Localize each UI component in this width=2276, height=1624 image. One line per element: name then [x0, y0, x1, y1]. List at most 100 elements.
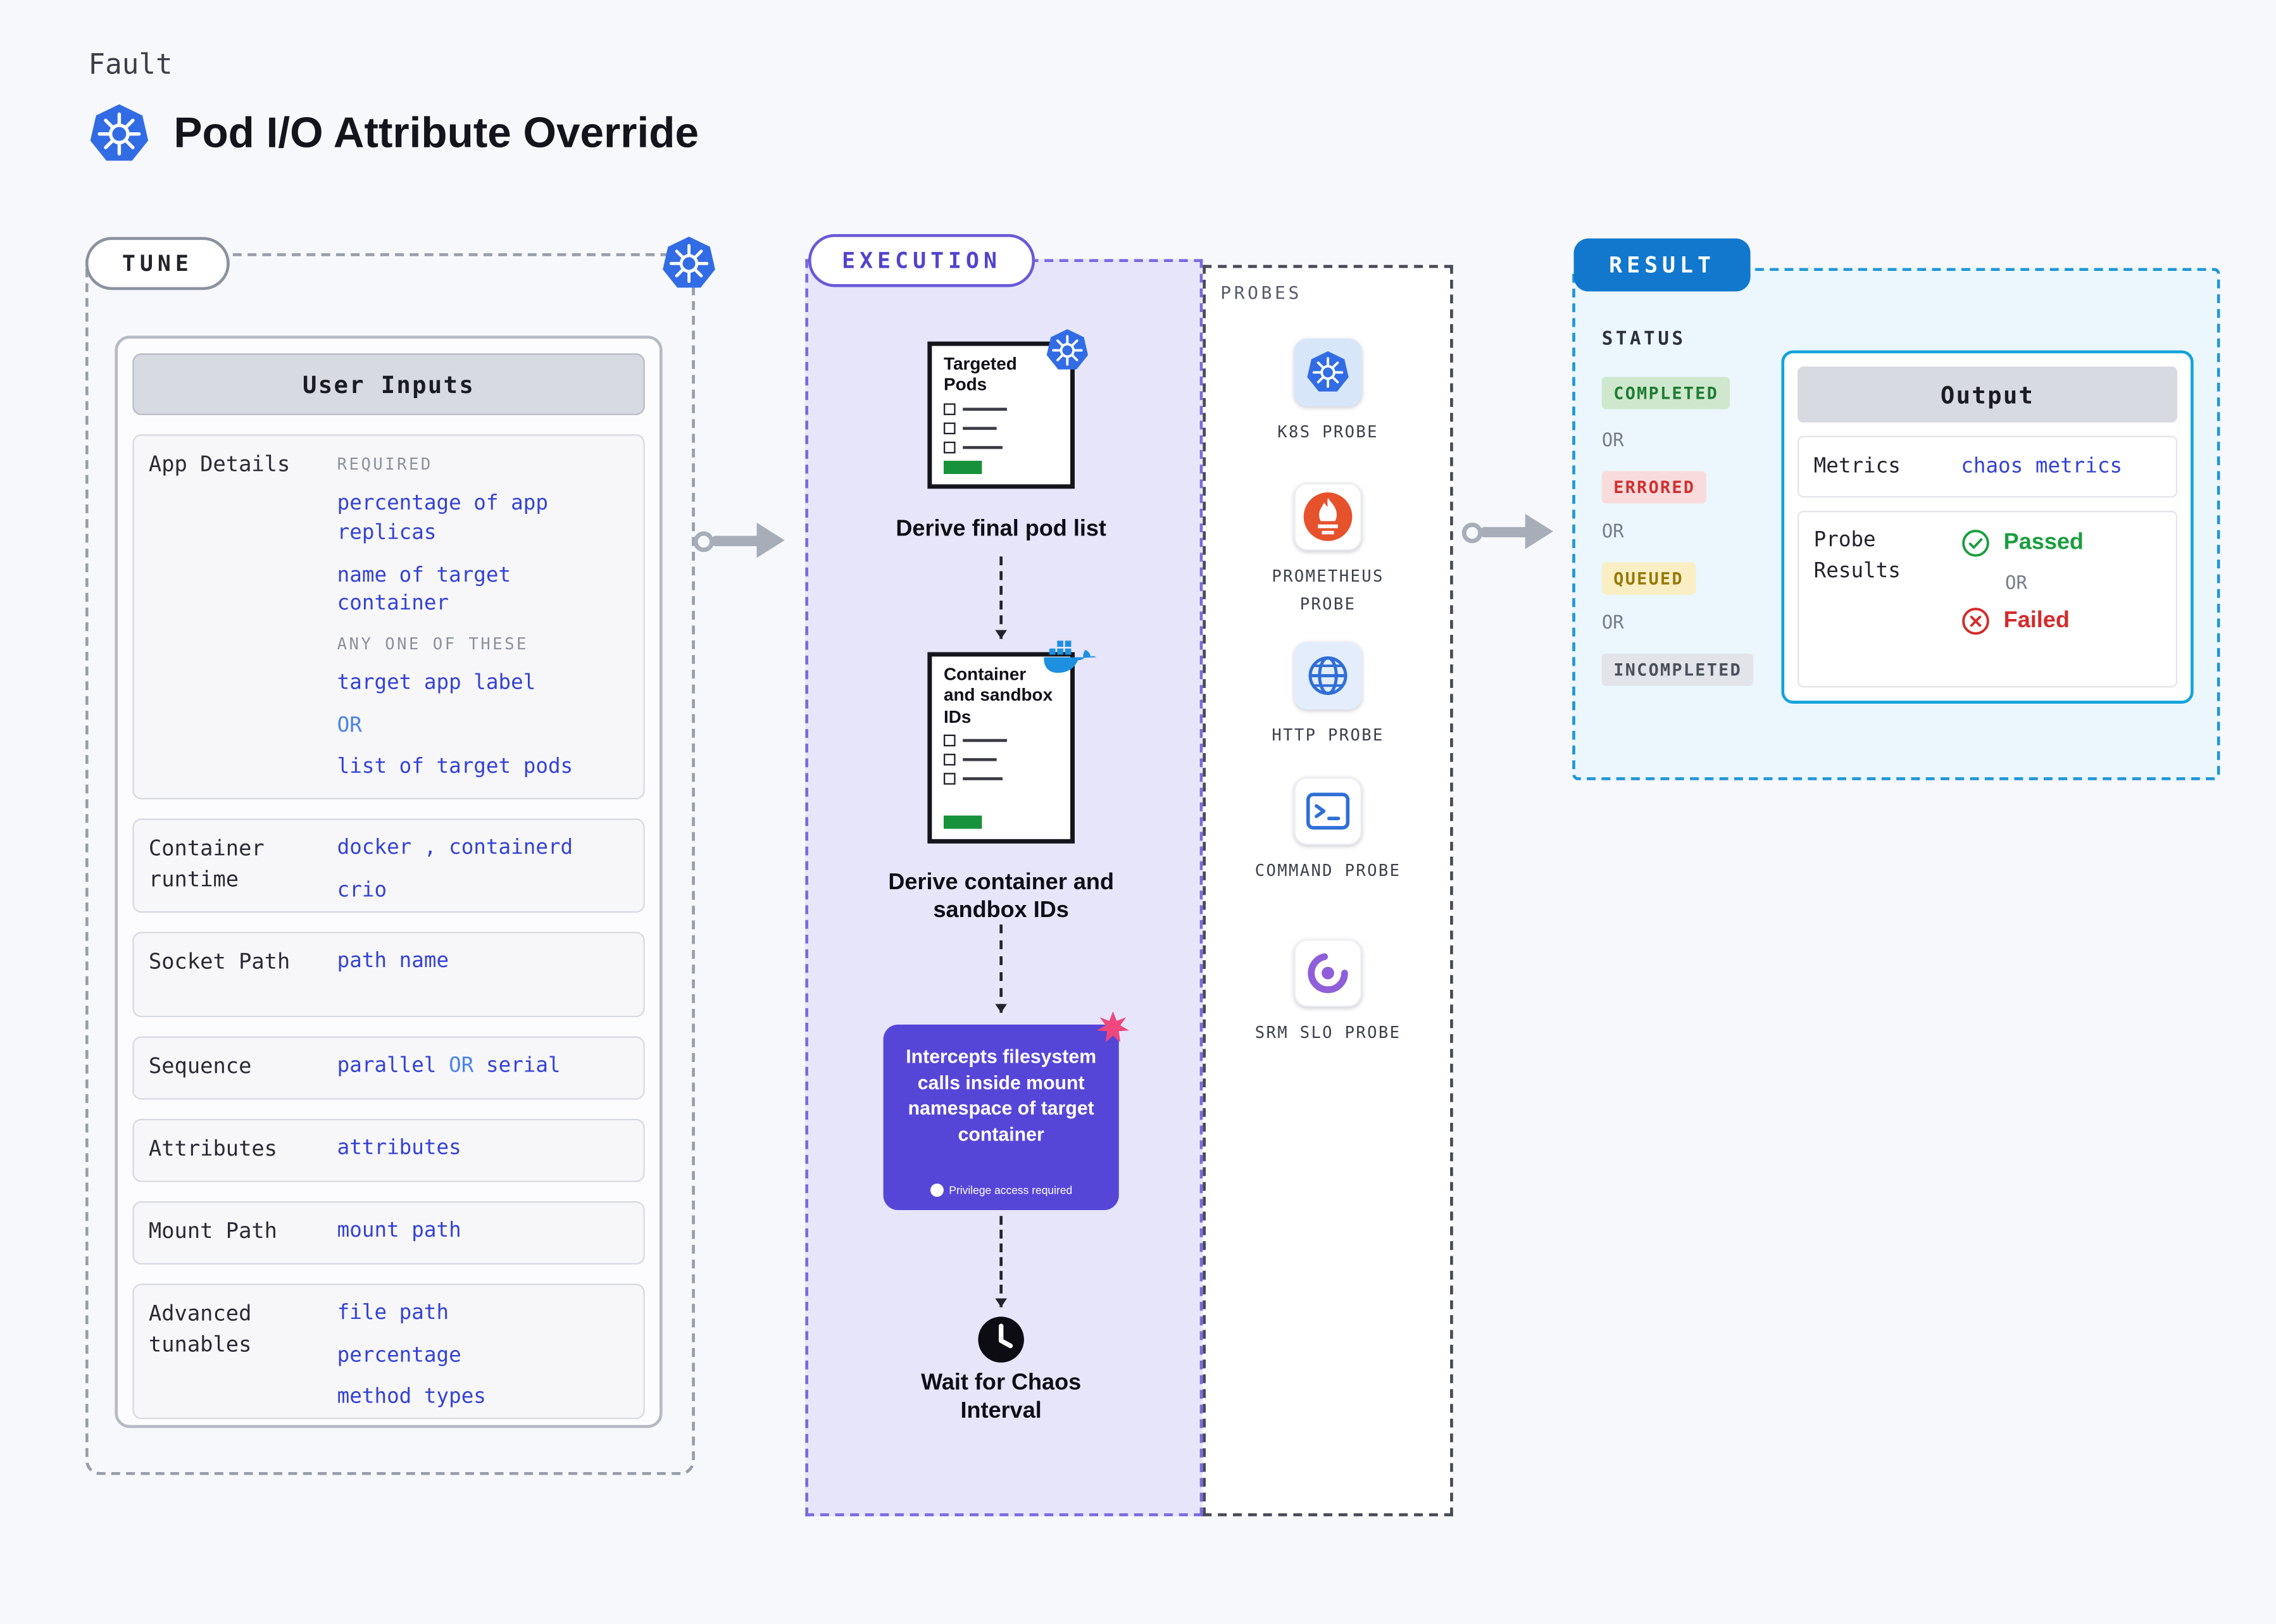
any-one-caption: ANY ONE OF THESE	[337, 634, 528, 654]
privilege-badge: Privilege access required	[884, 1184, 1119, 1199]
checkbox-row	[943, 735, 1070, 747]
targeted-pods-document: Targeted Pods	[927, 342, 1075, 489]
text-line	[963, 777, 1003, 781]
input-value: crio	[337, 878, 387, 902]
row-label: Container runtime	[148, 837, 265, 892]
input-value: percentage of app replicas	[337, 492, 548, 545]
input-value: list of target pods	[337, 756, 573, 780]
probe-item-srm-slo: SRM SLO PROBE	[1203, 939, 1453, 1047]
terminal-icon	[1303, 786, 1353, 836]
tune-section-frame	[85, 253, 695, 1475]
text-line	[963, 446, 1003, 449]
row-values: REQUIRED percentage of app replicas name…	[337, 451, 629, 784]
status-badge-completed: COMPLETED	[1601, 377, 1730, 409]
probes-section-label: PROBES	[1220, 282, 1303, 304]
probe-label: SRM SLO PROBE	[1254, 1023, 1401, 1042]
clock-icon	[976, 1315, 1026, 1365]
page-title: Pod I/O Attribute Override	[173, 109, 699, 157]
intercept-step-box: Intercepts filesystem calls inside mount…	[883, 1024, 1119, 1210]
fault-eyebrow: Fault	[88, 48, 173, 81]
probe-label: HTTP PROBE	[1272, 725, 1384, 745]
document-title: Container and sandbox IDs	[943, 664, 1053, 727]
status-title: STATUS	[1601, 327, 1686, 349]
privilege-icon	[930, 1184, 944, 1198]
or-separator: OR	[1601, 428, 1624, 451]
checkbox-row	[943, 773, 1070, 785]
row-label: Mount Path	[148, 1220, 278, 1244]
metrics-value: chaos metrics	[1961, 454, 2123, 478]
progress-bar	[943, 461, 982, 474]
input-value: parallel	[337, 1054, 437, 1078]
row-advanced-tunables: Advanced tunables file path percentage m…	[132, 1284, 645, 1420]
status-badge-queued: QUEUED	[1601, 562, 1696, 595]
input-value: docker , containerd	[337, 836, 573, 860]
checkbox-icon	[943, 754, 956, 766]
kubernetes-icon	[1045, 328, 1089, 373]
kubernetes-icon	[1306, 351, 1350, 395]
probe-item-k8s: K8S PROBE	[1203, 338, 1453, 447]
execution-section-label: EXECUTION	[808, 234, 1035, 287]
title-row: Pod I/O Attribute Override	[89, 103, 699, 165]
metrics-label: Metrics	[1813, 454, 1901, 478]
metrics-row: Metrics chaos metrics	[1798, 435, 2178, 498]
row-label: Attributes	[148, 1137, 278, 1162]
flow-connector	[995, 924, 1007, 1013]
step-caption: Wait for Chaos Interval	[921, 1370, 1082, 1425]
output-card: Output Metrics chaos metrics Probe Resul…	[1781, 350, 2194, 704]
text-line	[963, 739, 1007, 742]
row-app-details: App Details REQUIRED percentage of app r…	[132, 434, 645, 799]
row-values: docker , containerd crio	[337, 835, 629, 902]
step-caption: Derive final pod list	[896, 516, 1106, 542]
checkbox-icon	[943, 773, 956, 785]
passed-line: Passed	[1961, 528, 2084, 558]
row-socket-path: Socket Path path name	[132, 932, 645, 1018]
row-label: Advanced tunables	[148, 1302, 252, 1358]
docker-icon	[1042, 636, 1098, 678]
probe-tile	[1294, 482, 1362, 551]
row-container-runtime: Container runtime docker , containerd cr…	[132, 818, 645, 913]
input-value: mount path	[337, 1218, 461, 1243]
or-separator: OR	[449, 1054, 474, 1078]
output-header: Output	[1798, 366, 2178, 423]
checkbox-row	[943, 403, 1070, 415]
probe-results-values: Passed OR Failed	[1961, 525, 2084, 673]
kubernetes-icon	[89, 103, 151, 165]
passed-label: Passed	[2003, 530, 2084, 555]
status-badge-incompleted: INCOMPLETED	[1601, 653, 1754, 686]
checkbox-icon	[943, 403, 956, 415]
failed-line: Failed	[1961, 606, 2084, 636]
probe-item-command: COMMAND PROBE	[1203, 777, 1453, 885]
row-values: path name	[337, 948, 629, 1001]
input-value: percentage	[337, 1343, 461, 1367]
kubernetes-icon	[661, 235, 716, 291]
checkbox-icon	[943, 735, 956, 747]
result-section-label: RESULT	[1573, 238, 1751, 292]
probe-label: COMMAND PROBE	[1254, 861, 1401, 880]
globe-icon	[1303, 651, 1353, 701]
probe-results-label: Probe Results	[1813, 528, 1901, 584]
required-caption: REQUIRED	[337, 454, 433, 474]
probe-label: K8S PROBE	[1277, 422, 1379, 442]
row-label: Socket Path	[148, 951, 291, 975]
row-attributes: Attributes attributes	[132, 1118, 645, 1182]
check-circle-icon	[1961, 528, 1991, 558]
probe-results-row: Probe Results Passed OR Failed	[1798, 511, 2178, 688]
prometheus-icon	[1301, 490, 1354, 544]
probe-item-prometheus: PROMETHEUS PROBE	[1203, 482, 1453, 619]
input-value: path name	[337, 949, 449, 973]
progress-bar	[943, 815, 982, 829]
text-line	[963, 407, 1007, 411]
intercept-text: Intercepts filesystem calls inside mount…	[906, 1045, 1097, 1145]
input-value: name of target container	[337, 563, 511, 616]
or-separator: OR	[337, 713, 362, 737]
row-values: file path percentage method types	[337, 1300, 629, 1409]
container-ids-document: Container and sandbox IDs	[927, 652, 1075, 844]
flow-connector	[995, 1216, 1007, 1308]
flow-arrow	[1461, 513, 1553, 549]
input-value: serial	[485, 1054, 561, 1078]
input-value: method types	[337, 1385, 486, 1409]
tune-section-label: TUNE	[85, 237, 230, 290]
document-title: Targeted Pods	[943, 353, 1017, 396]
